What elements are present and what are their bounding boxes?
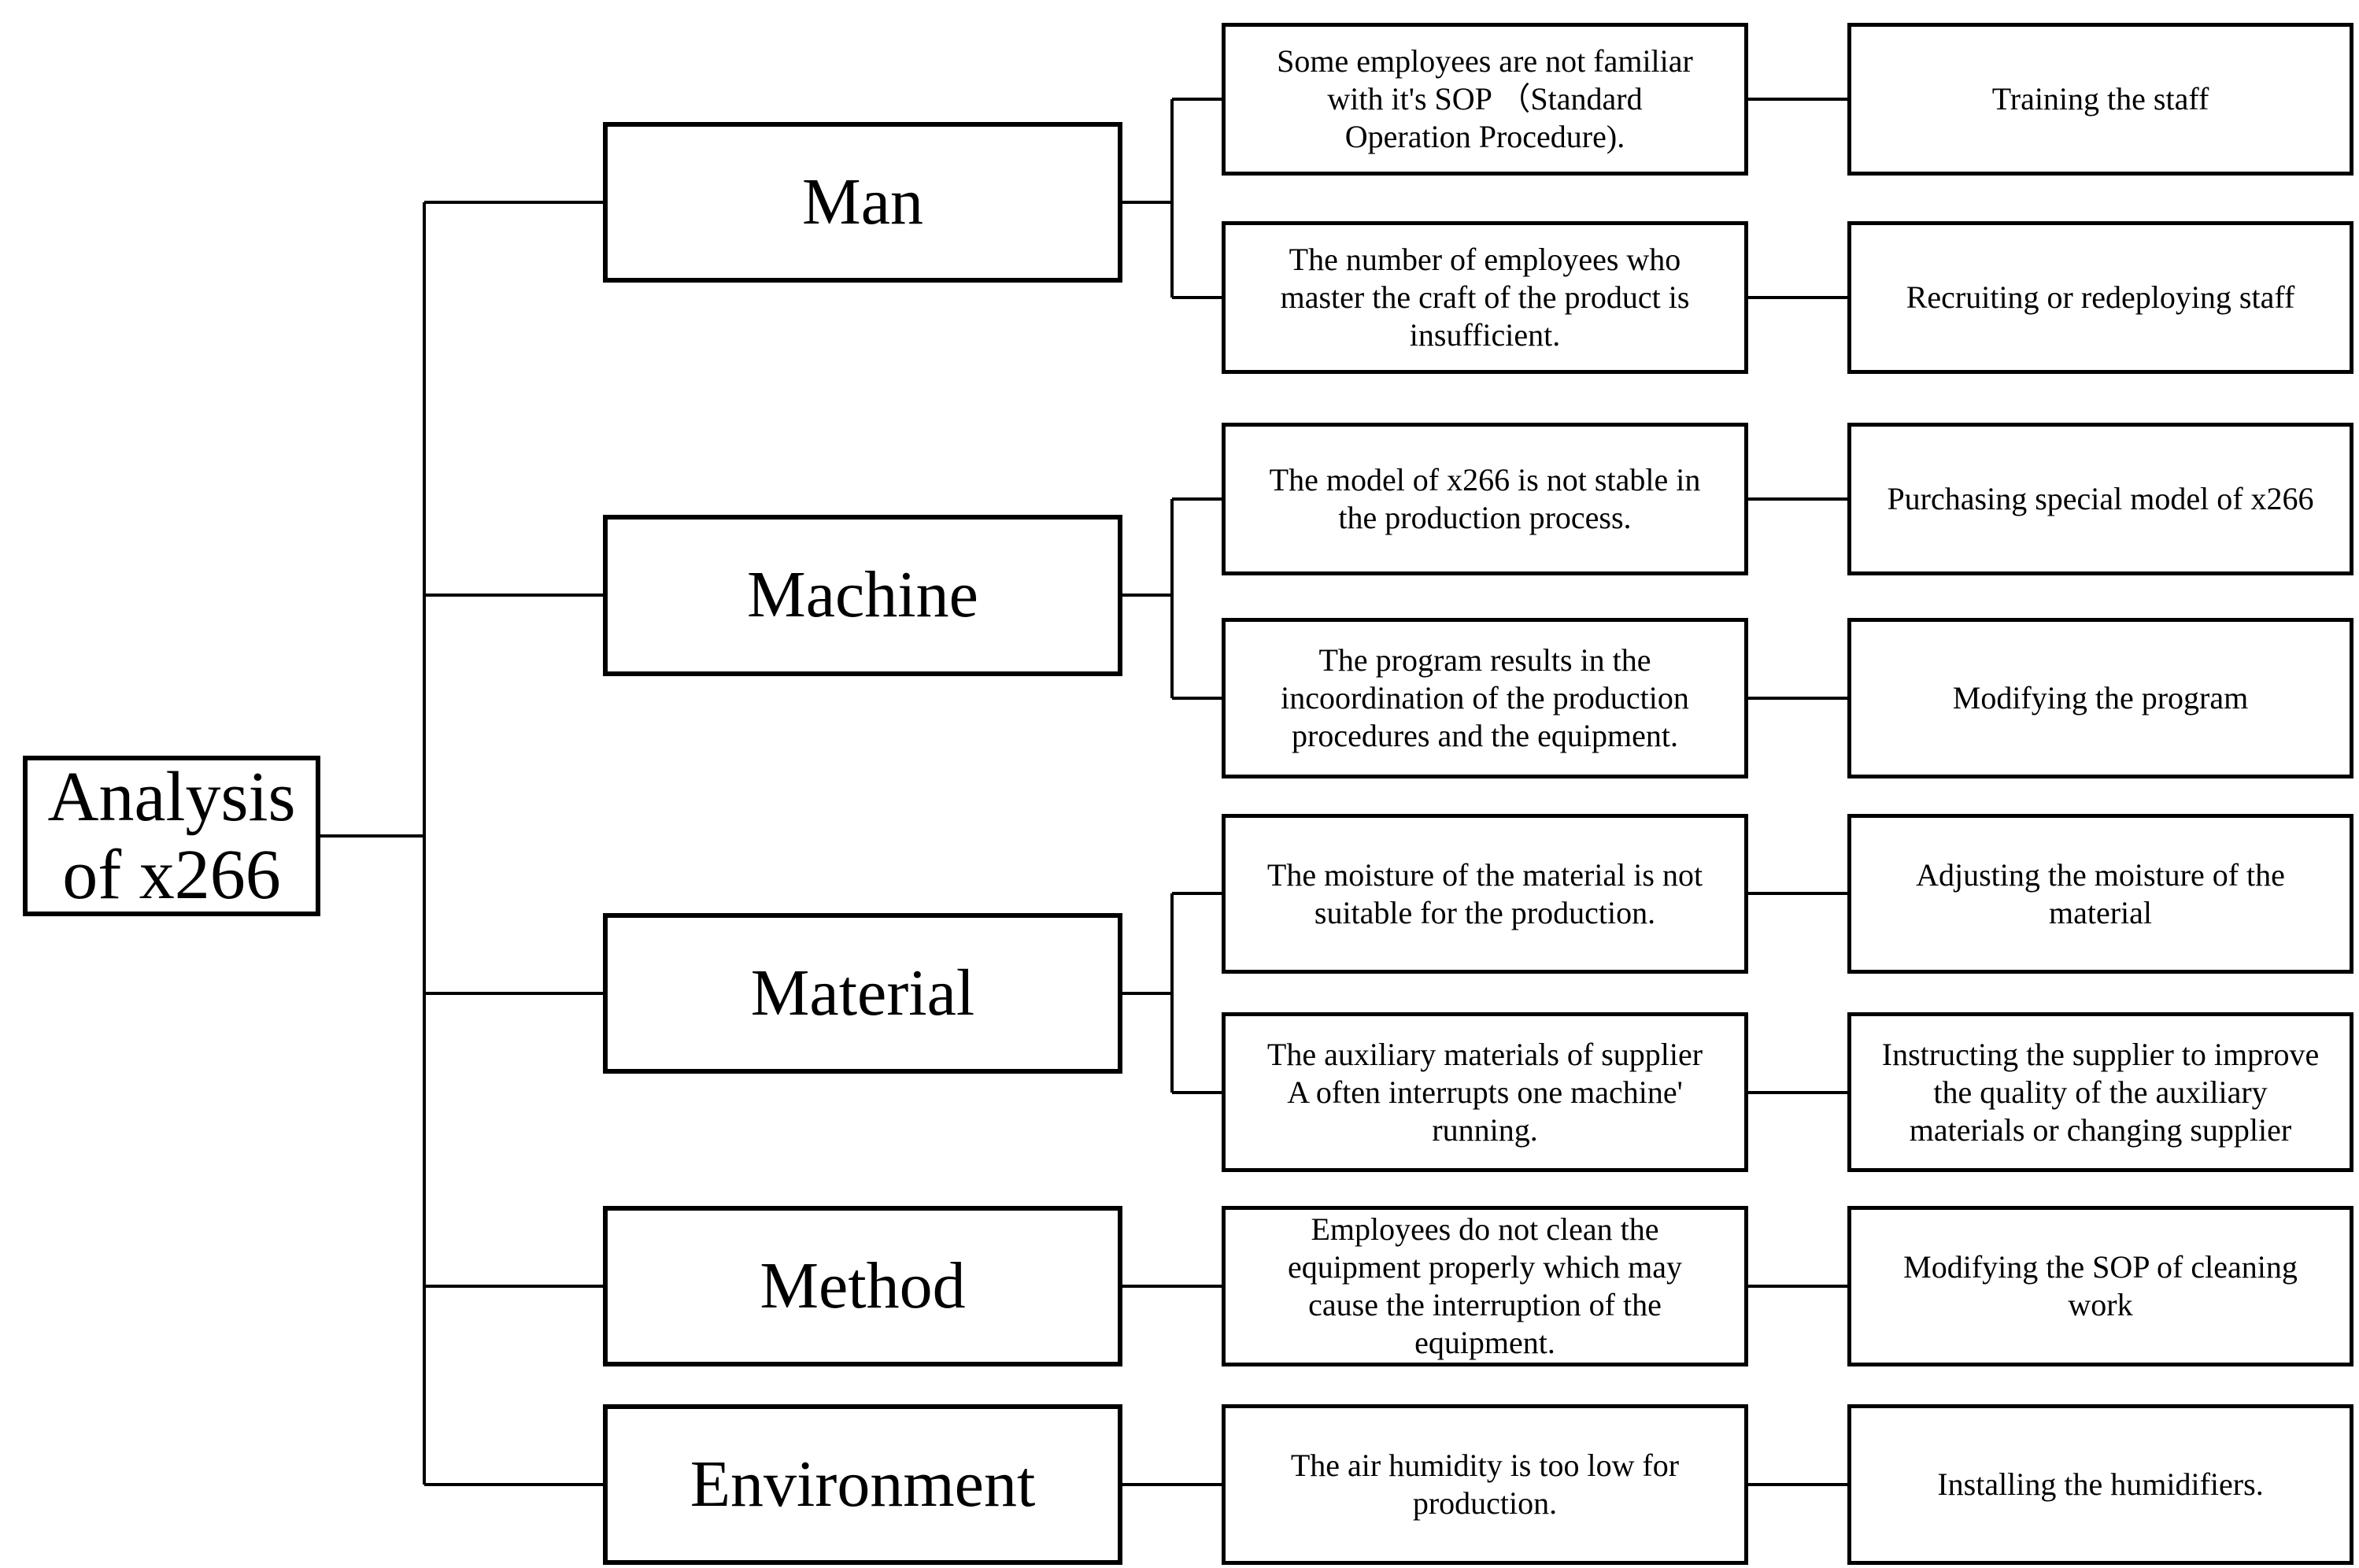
solution-node-installing-humidifiers: Installing the humidifiers. (1847, 1404, 2353, 1565)
problem-node-material-moisture: The moisture of the material is not suit… (1222, 814, 1748, 974)
problem-node-material-supplier: The auxiliary materials of supplier A of… (1222, 1012, 1748, 1172)
category-node-material: Material (603, 913, 1122, 1074)
solution-node-modifying-program: Modifying the program (1847, 618, 2353, 778)
category-node-man: Man (603, 122, 1122, 283)
solution-node-purchasing-model: Purchasing special model of x266 (1847, 423, 2353, 575)
solution-node-modifying-sop: Modifying the SOP of cleaning work (1847, 1206, 2353, 1366)
solution-node-adjusting-moisture: Adjusting the moisture of the material (1847, 814, 2353, 974)
problem-node-machine-model: The model of x266 is not stable in the p… (1222, 423, 1748, 575)
category-node-environment: Environment (603, 1404, 1122, 1565)
root-node-analysis-of-x266: Analysis of x266 (23, 756, 320, 916)
category-node-machine: Machine (603, 515, 1122, 676)
solution-node-instructing-supplier: Instructing the supplier to improve the … (1847, 1012, 2353, 1172)
problem-node-man-sop: Some employees are not familiar with it'… (1222, 23, 1748, 176)
problem-node-method-cleaning: Employees do not clean the equipment pro… (1222, 1206, 1748, 1366)
problem-node-machine-program: The program results in the incoordinatio… (1222, 618, 1748, 778)
solution-node-training-staff: Training the staff (1847, 23, 2353, 176)
problem-node-man-staffing: The number of employees who master the c… (1222, 221, 1748, 374)
problem-node-environment-humidity: The air humidity is too low for producti… (1222, 1404, 1748, 1565)
category-node-method: Method (603, 1206, 1122, 1366)
solution-node-recruiting-staff: Recruiting or redeploying staff (1847, 221, 2353, 374)
